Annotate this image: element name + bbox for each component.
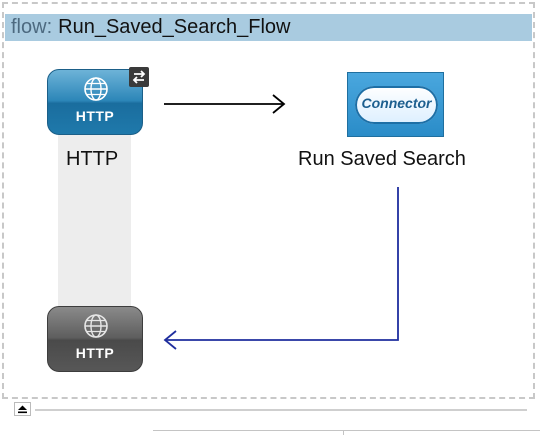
flow-header[interactable]: flow:Run_Saved_Search_Flow xyxy=(5,14,532,41)
bottom-panel-edge xyxy=(153,430,540,435)
cloud-icon: Connector xyxy=(355,86,438,124)
horizontal-scrollbar[interactable] xyxy=(35,409,527,411)
http-lane xyxy=(58,132,131,327)
connector-node-label: Run Saved Search xyxy=(298,148,466,170)
http-icon-text: HTTP xyxy=(75,345,115,361)
collapse-panel-icon[interactable] xyxy=(14,402,31,416)
http-response-node[interactable]: HTTP xyxy=(47,306,143,372)
response-arrow xyxy=(163,187,399,350)
globe-icon xyxy=(84,314,108,338)
flow-keyword: flow: xyxy=(11,16,53,38)
http-inbound-node[interactable]: HTTP xyxy=(47,69,143,135)
http-node-label: HTTP xyxy=(66,148,119,170)
globe-icon xyxy=(84,77,108,101)
http-icon-text: HTTP xyxy=(75,108,115,124)
flow-name[interactable]: Run_Saved_Search_Flow xyxy=(58,16,291,38)
swap-exchange-pattern-icon[interactable] xyxy=(129,67,149,87)
connector-node[interactable]: Connector xyxy=(347,72,444,137)
request-arrow xyxy=(164,94,286,114)
flow-canvas xyxy=(2,2,535,399)
connector-icon-text: Connector xyxy=(361,95,432,111)
